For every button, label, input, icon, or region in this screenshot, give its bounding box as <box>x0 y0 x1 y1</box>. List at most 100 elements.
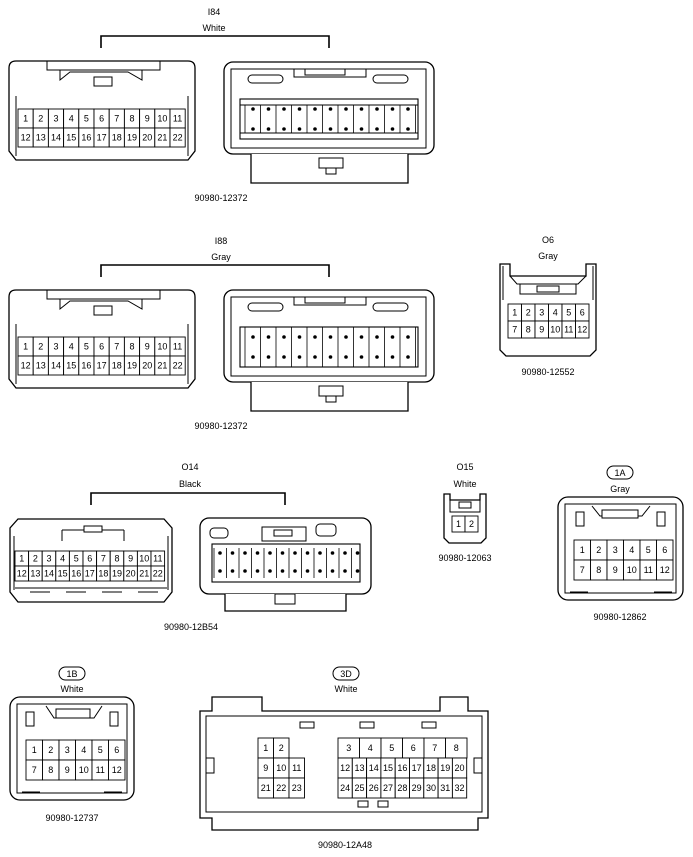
i88-pin-dot <box>406 355 410 359</box>
i84-pin-dot <box>251 107 255 111</box>
i84-pin-dot <box>297 107 302 111</box>
3d-pin-20: 20 <box>455 763 465 773</box>
i84-pin-2: 2 <box>38 114 43 124</box>
i84-pin-dot <box>266 107 271 111</box>
o14-pin-11: 11 <box>153 554 162 564</box>
o6-pin-6: 6 <box>580 308 585 318</box>
1a-pin-7: 7 <box>580 565 585 575</box>
3d-pin-11: 11 <box>292 763 301 773</box>
i88-pin-dot <box>266 335 271 339</box>
1b-pin-6: 6 <box>114 745 119 755</box>
i88-pin-dot <box>266 355 271 359</box>
i84-pin-13: 13 <box>36 133 46 143</box>
i88-pin-3: 3 <box>53 342 58 352</box>
1a-pin-6: 6 <box>662 545 667 555</box>
i88-pin-dot <box>359 335 364 339</box>
o14-pin-dot <box>218 551 222 555</box>
i88-pin-dot <box>359 355 364 359</box>
o6-pin-10: 10 <box>550 325 560 335</box>
i88-pin-9: 9 <box>145 342 150 352</box>
i84-pin-15: 15 <box>66 133 76 143</box>
i84-pin-12: 12 <box>21 133 31 143</box>
3d-pin-21: 21 <box>261 783 271 793</box>
i84-pin-8: 8 <box>129 114 134 124</box>
i88-pin-dot <box>251 335 255 339</box>
o15-part-number: 90980-12063 <box>438 553 491 563</box>
i84-pin-19: 19 <box>127 133 137 143</box>
3d-pin-1: 1 <box>263 743 268 753</box>
o14-pin-dot <box>255 551 260 555</box>
o14-pin-9: 9 <box>128 554 133 564</box>
o14-pin-dot <box>218 569 222 573</box>
i84-pin-dot <box>282 127 286 131</box>
1a-code-badge <box>606 465 634 480</box>
o6-pin-7: 7 <box>512 325 517 335</box>
i84-pin-dot <box>266 127 271 131</box>
o6-pin-9: 9 <box>539 325 544 335</box>
o14-pin-dot <box>280 569 285 573</box>
3d-color: White <box>334 684 357 694</box>
o15-cell <box>464 515 479 533</box>
i84-cell <box>169 127 186 148</box>
o14-pin-dot <box>355 569 360 573</box>
i88-code: I88 <box>215 236 228 246</box>
3d-pin-6: 6 <box>411 743 416 753</box>
i84-pin-dot <box>344 107 348 111</box>
o14-pin-7: 7 <box>101 554 106 564</box>
i84-pin-dot <box>359 107 364 111</box>
i88-pin-dot <box>375 355 379 359</box>
1b-cell <box>108 759 126 781</box>
o14-pin-dot <box>305 551 310 555</box>
1b-pin-10: 10 <box>79 765 89 775</box>
3d-pin-9: 9 <box>263 763 268 773</box>
i88-pin-dot <box>390 335 395 339</box>
o14-pin-5: 5 <box>74 554 79 564</box>
o14-pin-22: 22 <box>153 569 163 579</box>
3d-pin-28: 28 <box>397 783 407 793</box>
3d-cell <box>451 777 468 799</box>
o15-pin-1: 1 <box>456 519 461 529</box>
i84-pin-4: 4 <box>69 114 74 124</box>
3d-pin-25: 25 <box>354 783 364 793</box>
i88-pin-12: 12 <box>21 361 31 371</box>
i88-pin-16: 16 <box>81 361 91 371</box>
i84-pin-11: 11 <box>173 114 182 124</box>
i88-pin-dot <box>328 335 333 339</box>
3d-pin-5: 5 <box>389 743 394 753</box>
o14-pin-dot <box>305 569 310 573</box>
3d-cell <box>288 777 305 799</box>
1a-pin-1: 1 <box>580 545 585 555</box>
1b-pin-2: 2 <box>48 745 53 755</box>
i88-pin-dot <box>297 335 302 339</box>
i88-pin-13: 13 <box>36 361 46 371</box>
o14-pin-dot <box>255 569 260 573</box>
i84-pin-dot <box>313 107 317 111</box>
1a-pin-3: 3 <box>613 545 618 555</box>
1b-pin-3: 3 <box>65 745 70 755</box>
o6-pin-8: 8 <box>526 325 531 335</box>
3d-pin-29: 29 <box>412 783 422 793</box>
1a-part-number: 90980-12862 <box>593 612 646 622</box>
3d-pin-13: 13 <box>354 763 364 773</box>
i88-pin-7: 7 <box>114 342 119 352</box>
i84-pin-14: 14 <box>51 133 61 143</box>
o14-pin-dot <box>243 569 247 573</box>
i88-pin-dot <box>297 355 302 359</box>
o14-pin-dot <box>318 569 322 573</box>
o14-pin-dot <box>230 569 235 573</box>
o14-pin-dot <box>355 551 360 555</box>
o14-pin-20: 20 <box>126 569 136 579</box>
o6-cell <box>575 320 590 339</box>
i84-pin-dot <box>251 127 255 131</box>
i88-pin-dot <box>282 335 286 339</box>
3d-pin-12: 12 <box>340 763 350 773</box>
i88-pin-dot <box>251 355 255 359</box>
